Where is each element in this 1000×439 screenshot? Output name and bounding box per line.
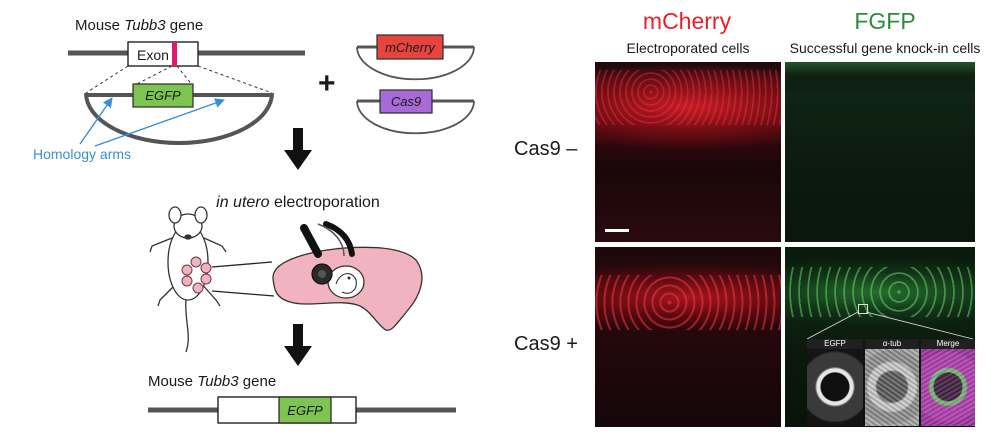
top-gene-construct: Mouse Tubb3 gene Exon (68, 17, 305, 67)
down-arrow-1 (284, 128, 312, 170)
row-label-cas9-plus: Cas9 + (514, 333, 578, 355)
inset-alpha-tub: α-tub (865, 339, 919, 426)
mcherry-column-title: mCherry (642, 8, 732, 34)
mcherry-box (376, 34, 444, 60)
homology-arms-label: Homology arms (33, 146, 131, 162)
bottom-gene-title: Mouse Tubb3 gene (148, 373, 276, 390)
inset-merge-label: Merge (936, 339, 960, 348)
inset-alpha-tub-label: α-tub (882, 339, 902, 348)
micrograph-mcherry-cas9-minus (595, 62, 781, 242)
mouse-illustration (149, 206, 227, 353)
inset-merge: Merge (921, 339, 975, 426)
mcherry-plasmid-label: mCherry (385, 40, 436, 55)
inset-egfp: EGFP (807, 339, 863, 426)
down-arrow-2 (284, 324, 312, 366)
donor-plasmid: EGFP (84, 83, 274, 145)
egfp-label: EGFP (145, 88, 181, 103)
scale-bar (605, 229, 629, 232)
electroporated-cells-subtitle: Electroporated cells (626, 40, 750, 56)
exon-insertion-mark (172, 42, 177, 66)
fgfp-column-title: FGFP (854, 8, 916, 34)
projection-lines (85, 65, 273, 94)
electroporation-label: in utero electroporation (216, 194, 380, 211)
knock-in-cells-subtitle: Successful gene knock-in cells (789, 40, 981, 56)
egfp-box (132, 83, 194, 108)
bottom-egfp-box (278, 396, 332, 424)
zoom-connector (211, 261, 275, 297)
bottom-gene-construct: Mouse Tubb3 gene EGFP (148, 373, 456, 424)
micrograph-fgfp-cas9-minus (785, 62, 975, 242)
row-label-cas9-minus: Cas9 – (514, 138, 578, 160)
exon-label: Exon (137, 47, 169, 63)
inset-egfp-label: EGFP (824, 339, 846, 348)
exon-box (127, 41, 199, 67)
bottom-egfp-label: EGFP (287, 403, 323, 418)
homology-arrows: Homology arms (33, 97, 225, 162)
cas9-plasmid-label: Cas9 (391, 94, 421, 109)
cas9-plasmid: Cas9 (356, 89, 475, 135)
mcherry-plasmid: mCherry (356, 34, 475, 81)
embryo-zoom (272, 221, 423, 331)
cas9-box (379, 89, 433, 114)
micrograph-mcherry-cas9-plus (595, 247, 781, 427)
top-gene-title: Mouse Tubb3 gene (75, 17, 203, 34)
plus-sign: + (318, 67, 336, 100)
